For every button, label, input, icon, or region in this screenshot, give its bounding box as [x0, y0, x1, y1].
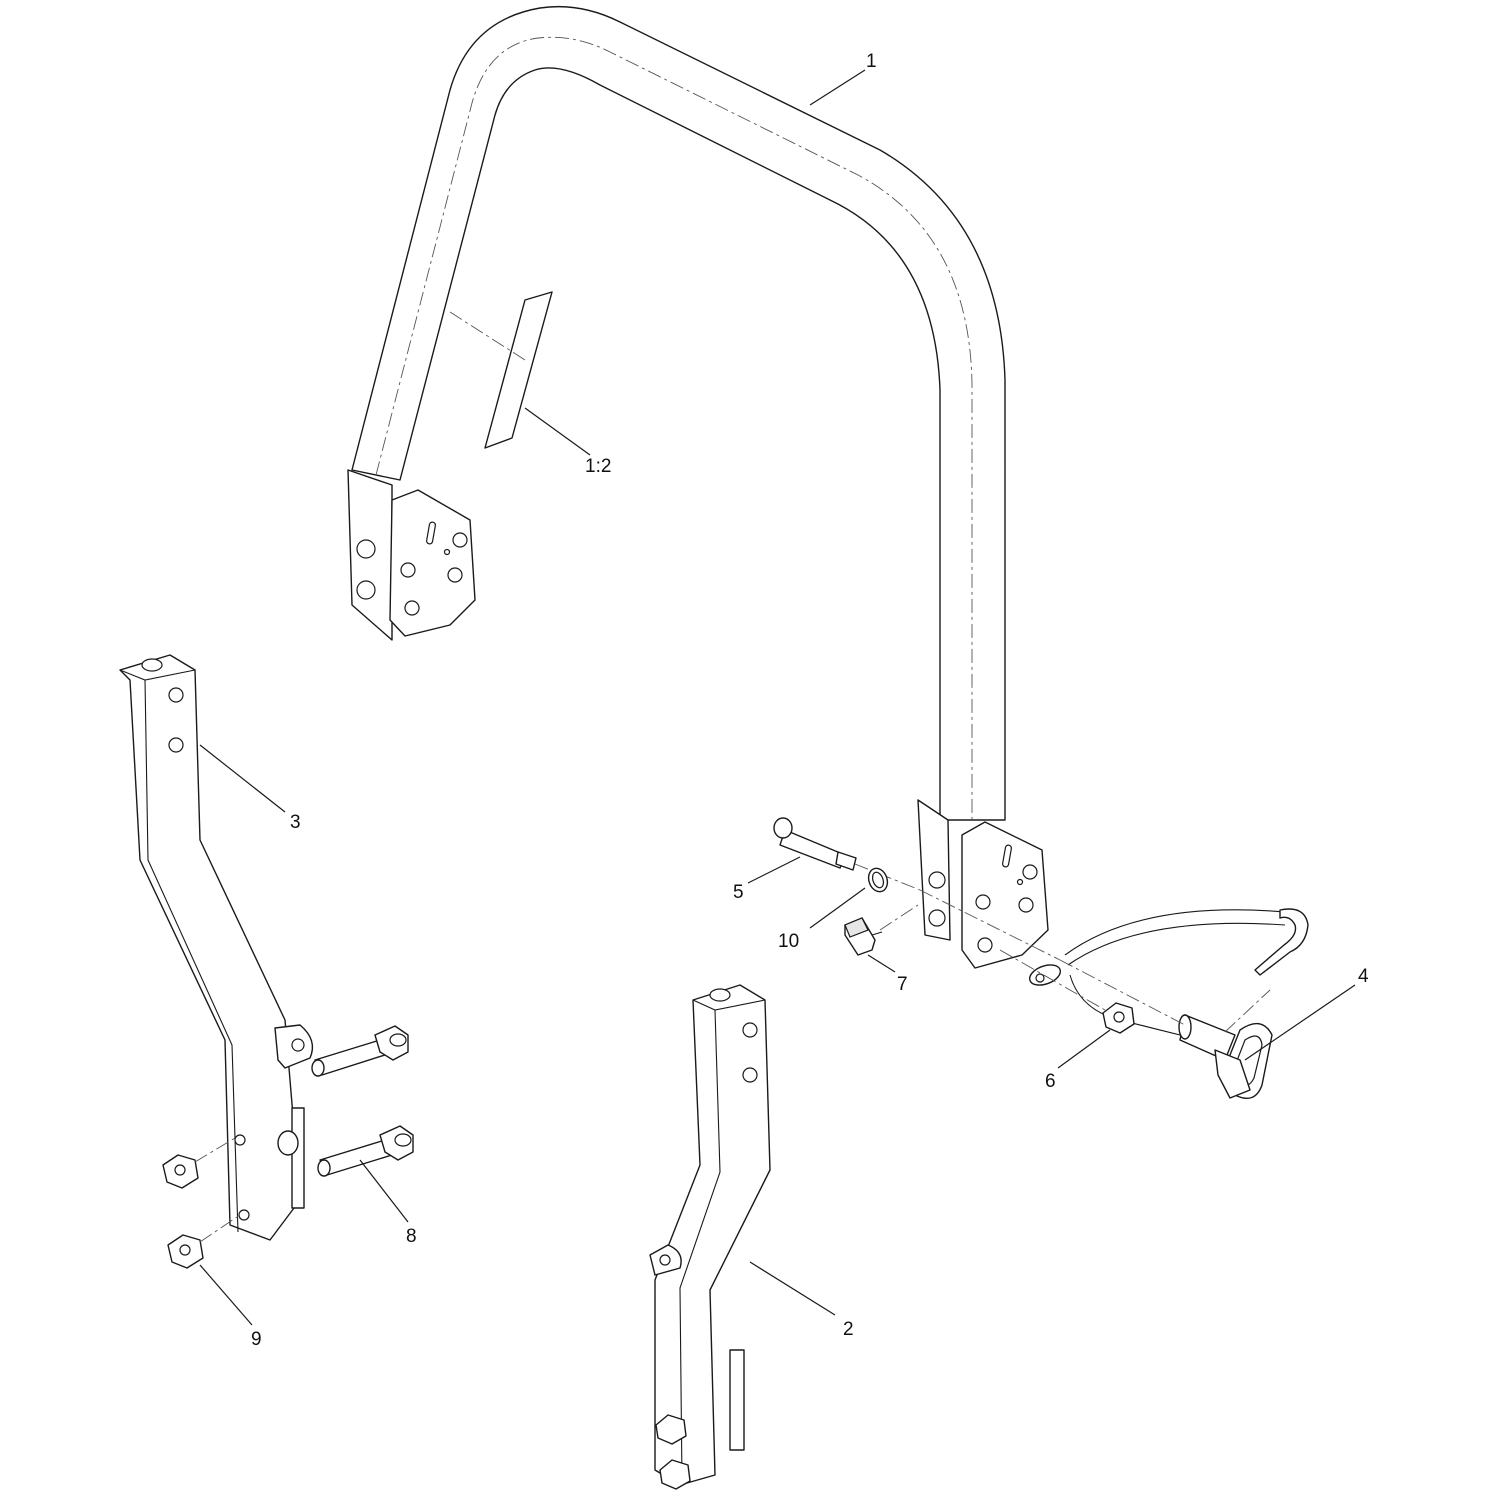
- right-upright: [649, 984, 771, 1490]
- leader-lines: [199, 69, 1356, 1326]
- pin-5: [773, 817, 921, 891]
- callout-6: 6: [1045, 1071, 1056, 1092]
- callout-7: 7: [897, 974, 908, 995]
- hitch-pin-4: [1028, 908, 1309, 1099]
- left-upright: [119, 654, 314, 1241]
- callout-5: 5: [733, 882, 744, 903]
- bumper-7: [844, 904, 919, 956]
- callout-9: 9: [251, 1329, 262, 1350]
- bolt-8-lower: [317, 1125, 414, 1177]
- roll-bar-hoop: [347, 5, 1049, 969]
- callout-8: 8: [406, 1226, 417, 1247]
- decal: [449, 291, 553, 449]
- callout-1-2: 1:2: [585, 456, 611, 477]
- nut-6: [999, 949, 1135, 1034]
- callout-2: 2: [843, 1319, 854, 1340]
- ring-10: [867, 867, 889, 893]
- bolt-8-upper: [311, 1025, 409, 1077]
- nut-9-upper: [162, 1137, 236, 1189]
- nut-9-lower: [167, 1214, 241, 1269]
- callout-4: 4: [1358, 966, 1369, 987]
- callout-1: 1: [866, 51, 877, 72]
- callout-3: 3: [290, 812, 301, 833]
- callout-10: 10: [778, 931, 799, 952]
